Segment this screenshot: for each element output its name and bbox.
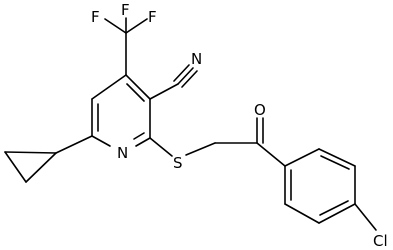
bond-c6-cyclopropyl <box>55 135 93 154</box>
bond-ph-1-2 <box>284 148 320 167</box>
bond-c2-n1-double <box>133 132 145 140</box>
pyridine-ring <box>91 74 151 147</box>
trifluoromethyl-group <box>104 17 148 76</box>
bond-s-ch2 <box>185 142 216 156</box>
bond-cf3-f-right <box>125 18 148 34</box>
bond-carbonyl-phenyl <box>256 142 286 167</box>
atom-o: O <box>254 101 266 119</box>
bond-c4-c3-double <box>126 83 145 102</box>
atom-n-pyridine: N <box>117 144 128 162</box>
nitrile-group <box>149 64 198 100</box>
bond-nitrile-triple-2 <box>173 64 190 82</box>
bond-c5-c4 <box>91 74 127 100</box>
bond-nitrile-triple-3 <box>181 70 198 88</box>
bond-c4-c3 <box>125 74 151 100</box>
chlorophenyl-ring <box>284 148 377 231</box>
bond-n1-c6 <box>91 135 111 147</box>
bond-c2-s <box>149 137 173 157</box>
bond-cyclopropyl-2 <box>4 151 27 183</box>
bond-ph-2-3-double <box>320 155 350 170</box>
bond-cyclopropyl-1 <box>4 151 57 154</box>
atom-s: S <box>173 154 183 172</box>
thioether-ketone-chain <box>149 117 286 167</box>
bond-ph-4-5 <box>318 203 356 224</box>
bond-nitrile-triple-1 <box>177 67 194 85</box>
bond-ph-4-5-double <box>319 200 349 216</box>
bond-cyclopropyl-3 <box>25 152 57 183</box>
bond-c2-n1 <box>135 137 151 147</box>
atom-f-top: F <box>121 1 130 19</box>
atom-n-nitrile: N <box>191 50 202 68</box>
bond-ph-5-6 <box>284 203 320 224</box>
bond-ph-cl <box>354 203 377 231</box>
bond-c3-nitrile-c <box>149 83 179 100</box>
cyclopropyl-group <box>4 135 93 183</box>
bond-cf3-f-left <box>104 18 127 34</box>
bond-ph-2-3 <box>318 148 356 167</box>
atom-f-left: F <box>91 8 100 26</box>
atom-cl: Cl <box>373 232 388 250</box>
atom-f-right: F <box>148 8 157 26</box>
